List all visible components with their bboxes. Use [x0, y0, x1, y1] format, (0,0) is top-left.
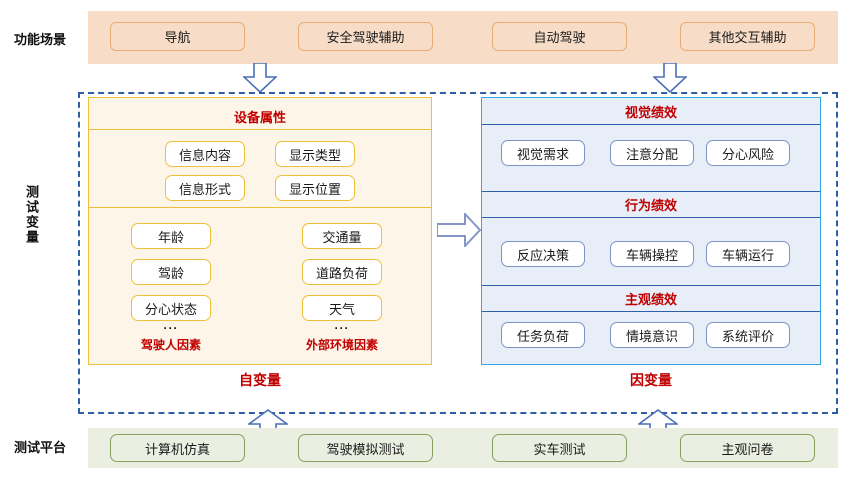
- platform-item-subjective-questionnaire[interactable]: 主观问卷: [680, 434, 815, 462]
- dependent-section-title-subjective: 主观绩效: [482, 285, 820, 312]
- behavior-item-vehicle-control[interactable]: 车辆操控: [610, 241, 694, 267]
- device-item-display-type[interactable]: 显示类型: [275, 141, 355, 167]
- device-attributes-section: 设备属性 信息内容 显示类型 信息形式 显示位置: [89, 98, 431, 208]
- scenario-item-other-interaction-assist[interactable]: 其他交互辅助: [680, 22, 815, 51]
- driver-group-ellipsis: ···: [163, 321, 179, 335]
- device-item-info-format[interactable]: 信息形式: [165, 175, 245, 201]
- platform-item-computer-simulation[interactable]: 计算机仿真: [110, 434, 245, 462]
- device-section-divider: [89, 129, 431, 130]
- scenario-band: 导航 安全驾驶辅助 自动驾驶 其他交互辅助: [88, 11, 838, 64]
- row-label-scenario: 功能场景: [14, 32, 67, 47]
- driver-item-driving-years[interactable]: 驾龄: [131, 259, 211, 285]
- dependent-variables-panel: 视觉绩效 视觉需求 注意分配 分心风险 行为绩效 反应决策 车辆操控 车辆运行 …: [481, 97, 821, 365]
- environment-item-weather[interactable]: 天气: [302, 295, 382, 321]
- right-arrow-icon-middle: [437, 213, 481, 247]
- row-label-variables: 测试变量: [24, 185, 39, 245]
- environment-item-road-load[interactable]: 道路负荷: [302, 259, 382, 285]
- scenario-item-autonomous-driving[interactable]: 自动驾驶: [492, 22, 627, 51]
- device-attributes-title: 设备属性: [233, 110, 286, 125]
- environment-item-traffic-volume[interactable]: 交通量: [302, 223, 382, 249]
- behavior-item-vehicle-operation[interactable]: 车辆运行: [706, 241, 790, 267]
- dependent-variables-caption: 因变量: [630, 372, 672, 388]
- dependent-section-title-visual: 视觉绩效: [482, 98, 820, 125]
- independent-variables-panel: 设备属性 信息内容 显示类型 信息形式 显示位置 年龄 驾龄 分心状态 ··· …: [88, 97, 432, 365]
- platform-band: 计算机仿真 驾驶模拟测试 实车测试 主观问卷: [88, 428, 838, 468]
- device-item-info-content[interactable]: 信息内容: [165, 141, 245, 167]
- platform-item-real-vehicle-test[interactable]: 实车测试: [492, 434, 627, 462]
- platform-item-driving-simulator-test[interactable]: 驾驶模拟测试: [298, 434, 433, 462]
- driver-item-age[interactable]: 年龄: [131, 223, 211, 249]
- environment-group-ellipsis: ···: [334, 321, 350, 335]
- visual-item-attention-allocation[interactable]: 注意分配: [610, 140, 694, 166]
- device-item-display-position[interactable]: 显示位置: [275, 175, 355, 201]
- independent-variables-caption: 自变量: [239, 372, 281, 388]
- scenario-item-safe-driving-assist[interactable]: 安全驾驶辅助: [298, 22, 433, 51]
- visual-item-visual-demand[interactable]: 视觉需求: [501, 140, 585, 166]
- down-arrow-icon-left: [243, 63, 277, 93]
- driver-item-distraction-state[interactable]: 分心状态: [131, 295, 211, 321]
- scenario-item-navigation[interactable]: 导航: [110, 22, 245, 51]
- test-variables-container: [78, 92, 838, 414]
- environment-group-caption: 外部环境因素: [305, 338, 378, 352]
- subjective-item-task-load[interactable]: 任务负荷: [501, 322, 585, 348]
- row-label-platform: 测试平台: [14, 440, 67, 455]
- visual-item-distraction-risk[interactable]: 分心风险: [706, 140, 790, 166]
- subjective-item-situation-awareness[interactable]: 情境意识: [610, 322, 694, 348]
- driver-group-caption: 驾驶人因素: [140, 338, 201, 352]
- subjective-item-system-evaluation[interactable]: 系统评价: [706, 322, 790, 348]
- dependent-section-title-behavior: 行为绩效: [482, 191, 820, 218]
- down-arrow-icon-right: [653, 63, 687, 93]
- behavior-item-reaction-decision[interactable]: 反应决策: [501, 241, 585, 267]
